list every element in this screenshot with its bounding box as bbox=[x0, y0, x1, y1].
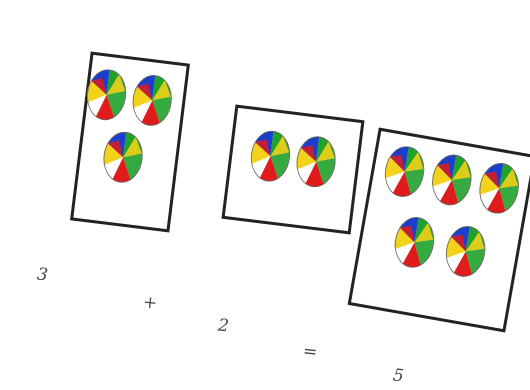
beach-ball-icon bbox=[293, 134, 339, 190]
beach-ball-icon bbox=[247, 128, 293, 184]
addend-box-second bbox=[221, 104, 365, 235]
beach-ball-icon bbox=[129, 72, 175, 128]
plus-sign: + bbox=[141, 292, 159, 314]
sum-box bbox=[347, 127, 530, 333]
beach-ball-icon bbox=[84, 67, 130, 123]
beach-ball-icon bbox=[428, 151, 476, 209]
beach-ball-icon bbox=[100, 129, 146, 185]
beach-ball-icon bbox=[390, 213, 438, 271]
right-operand: 2 bbox=[216, 315, 230, 337]
beach-ball-icon bbox=[380, 143, 428, 201]
left-operand: 3 bbox=[35, 264, 49, 286]
beach-ball-icon bbox=[475, 159, 523, 217]
beach-ball-icon bbox=[441, 222, 489, 280]
addend-box-first bbox=[70, 51, 190, 233]
result: 5 bbox=[391, 365, 405, 387]
equals-sign: = bbox=[301, 341, 319, 363]
